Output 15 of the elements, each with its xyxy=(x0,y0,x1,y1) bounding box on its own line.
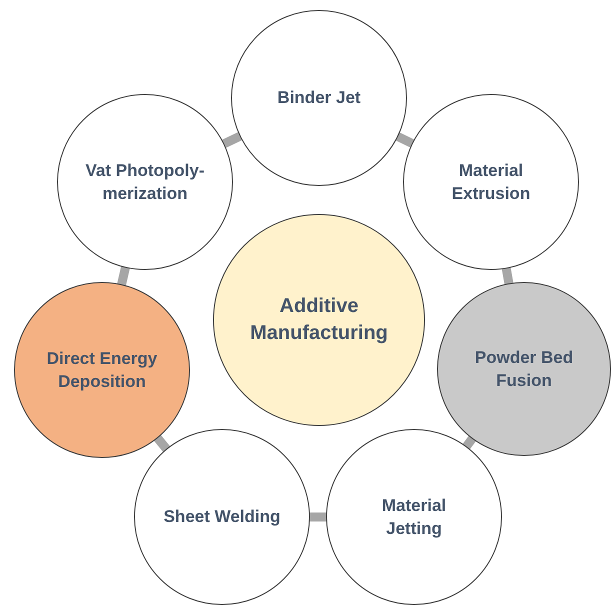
node-label: Sheet Welding xyxy=(164,506,280,528)
connector-bar xyxy=(116,264,130,288)
connector-bar xyxy=(220,131,244,149)
connector-bar xyxy=(394,132,416,148)
connector-bar xyxy=(308,512,328,522)
node-label: Vat Photopoly-merization xyxy=(85,160,205,205)
node-label: Additive Manufacturing xyxy=(249,294,389,346)
node-label: Material Jetting xyxy=(380,494,448,540)
connector-bar xyxy=(462,434,477,451)
connector-bar xyxy=(152,434,172,454)
node-label: Powder Bed Fusion xyxy=(474,346,574,392)
node-label: Direct Energy Deposition xyxy=(46,348,158,393)
connector-bar xyxy=(502,266,514,286)
node-label: Binder Jet xyxy=(277,87,361,110)
node-label: Material Extrusion xyxy=(450,160,532,205)
